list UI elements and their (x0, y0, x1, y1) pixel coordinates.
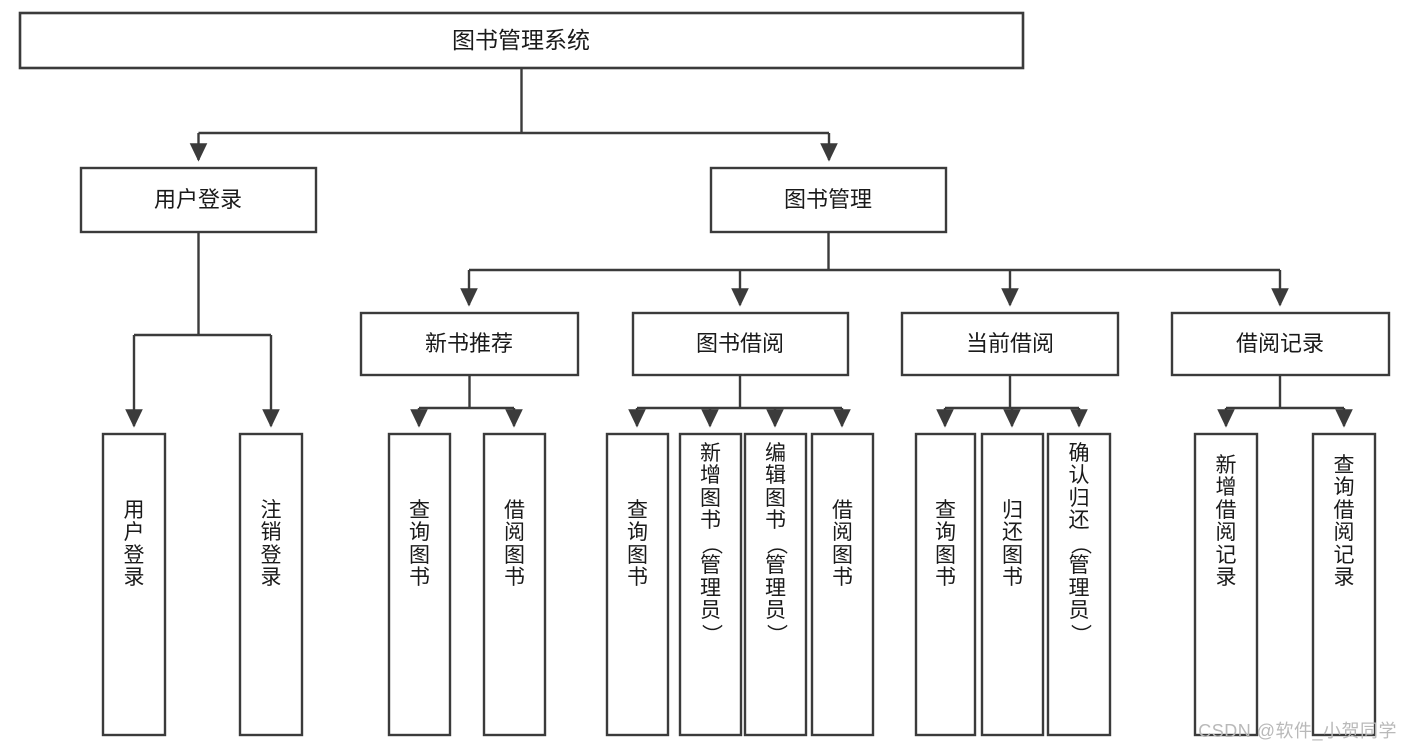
leaf-borrow-book-1-rect[interactable] (482, 432, 547, 737)
leaf-query-book-3-rect[interactable] (914, 432, 977, 737)
leaf-add-borrow-record-rect[interactable] (1193, 432, 1259, 737)
leaf-query-book-2-rect[interactable] (605, 432, 670, 737)
node-new-book-recommend[interactable]: 新书推荐 (359, 311, 580, 377)
node-user-login-rect[interactable] (79, 166, 318, 234)
leaf-borrow-book-2-rect[interactable] (810, 432, 875, 737)
leaf-edit-book-rect[interactable] (743, 432, 808, 737)
node-book-borrow[interactable]: 图书借阅 (631, 311, 850, 377)
node-book-borrow-label: 图书借阅 (696, 331, 784, 356)
node-borrow-record-rect[interactable] (1170, 311, 1391, 377)
connector-group-borrowrecord-to-leaves (1217, 375, 1353, 428)
node-current-borrow-label: 当前借阅 (966, 331, 1054, 356)
leaf-user-login-rect[interactable] (101, 432, 167, 737)
leaf-boxes (101, 432, 1377, 737)
node-new-book-recommend-rect[interactable] (359, 311, 580, 377)
node-borrow-record-label: 借阅记录 (1236, 331, 1324, 356)
node-root-label: 图书管理系统 (452, 27, 590, 53)
node-book-manage-rect[interactable] (709, 166, 948, 234)
node-book-borrow-rect[interactable] (631, 311, 850, 377)
node-new-book-recommend-label: 新书推荐 (425, 331, 513, 356)
csdn-watermark: CSDN @软件_小贺同学 (1198, 721, 1397, 741)
leaf-query-borrow-record-rect[interactable] (1311, 432, 1377, 737)
connector-group-bookborrow-to-leaves (628, 375, 851, 428)
leaf-query-book-1-rect[interactable] (387, 432, 452, 737)
node-book-manage-label: 图书管理 (784, 187, 872, 212)
leaf-confirm-return-rect[interactable] (1046, 432, 1112, 737)
connector-group-userlogin-to-leaves (125, 232, 280, 428)
node-borrow-record[interactable]: 借阅记录 (1170, 311, 1391, 377)
connector-group-bookmanage-to-level3 (460, 232, 1289, 307)
node-root-rect[interactable] (18, 11, 1025, 70)
node-user-login[interactable]: 用户登录 (79, 166, 318, 234)
node-current-borrow[interactable]: 当前借阅 (900, 311, 1120, 377)
leaf-logout-login-rect[interactable] (238, 432, 304, 737)
leaf-add-book-rect[interactable] (678, 432, 743, 737)
node-current-borrow-rect[interactable] (900, 311, 1120, 377)
connector-group-root-to-level2 (189, 68, 838, 162)
node-book-manage[interactable]: 图书管理 (709, 166, 948, 234)
connector-group-currentborrow-to-leaves (936, 375, 1088, 428)
node-user-login-label: 用户登录 (154, 187, 242, 212)
connector-group-newbook-to-leaves (410, 375, 523, 428)
leaf-return-book-rect[interactable] (980, 432, 1045, 737)
node-root[interactable]: 图书管理系统 (18, 11, 1025, 70)
